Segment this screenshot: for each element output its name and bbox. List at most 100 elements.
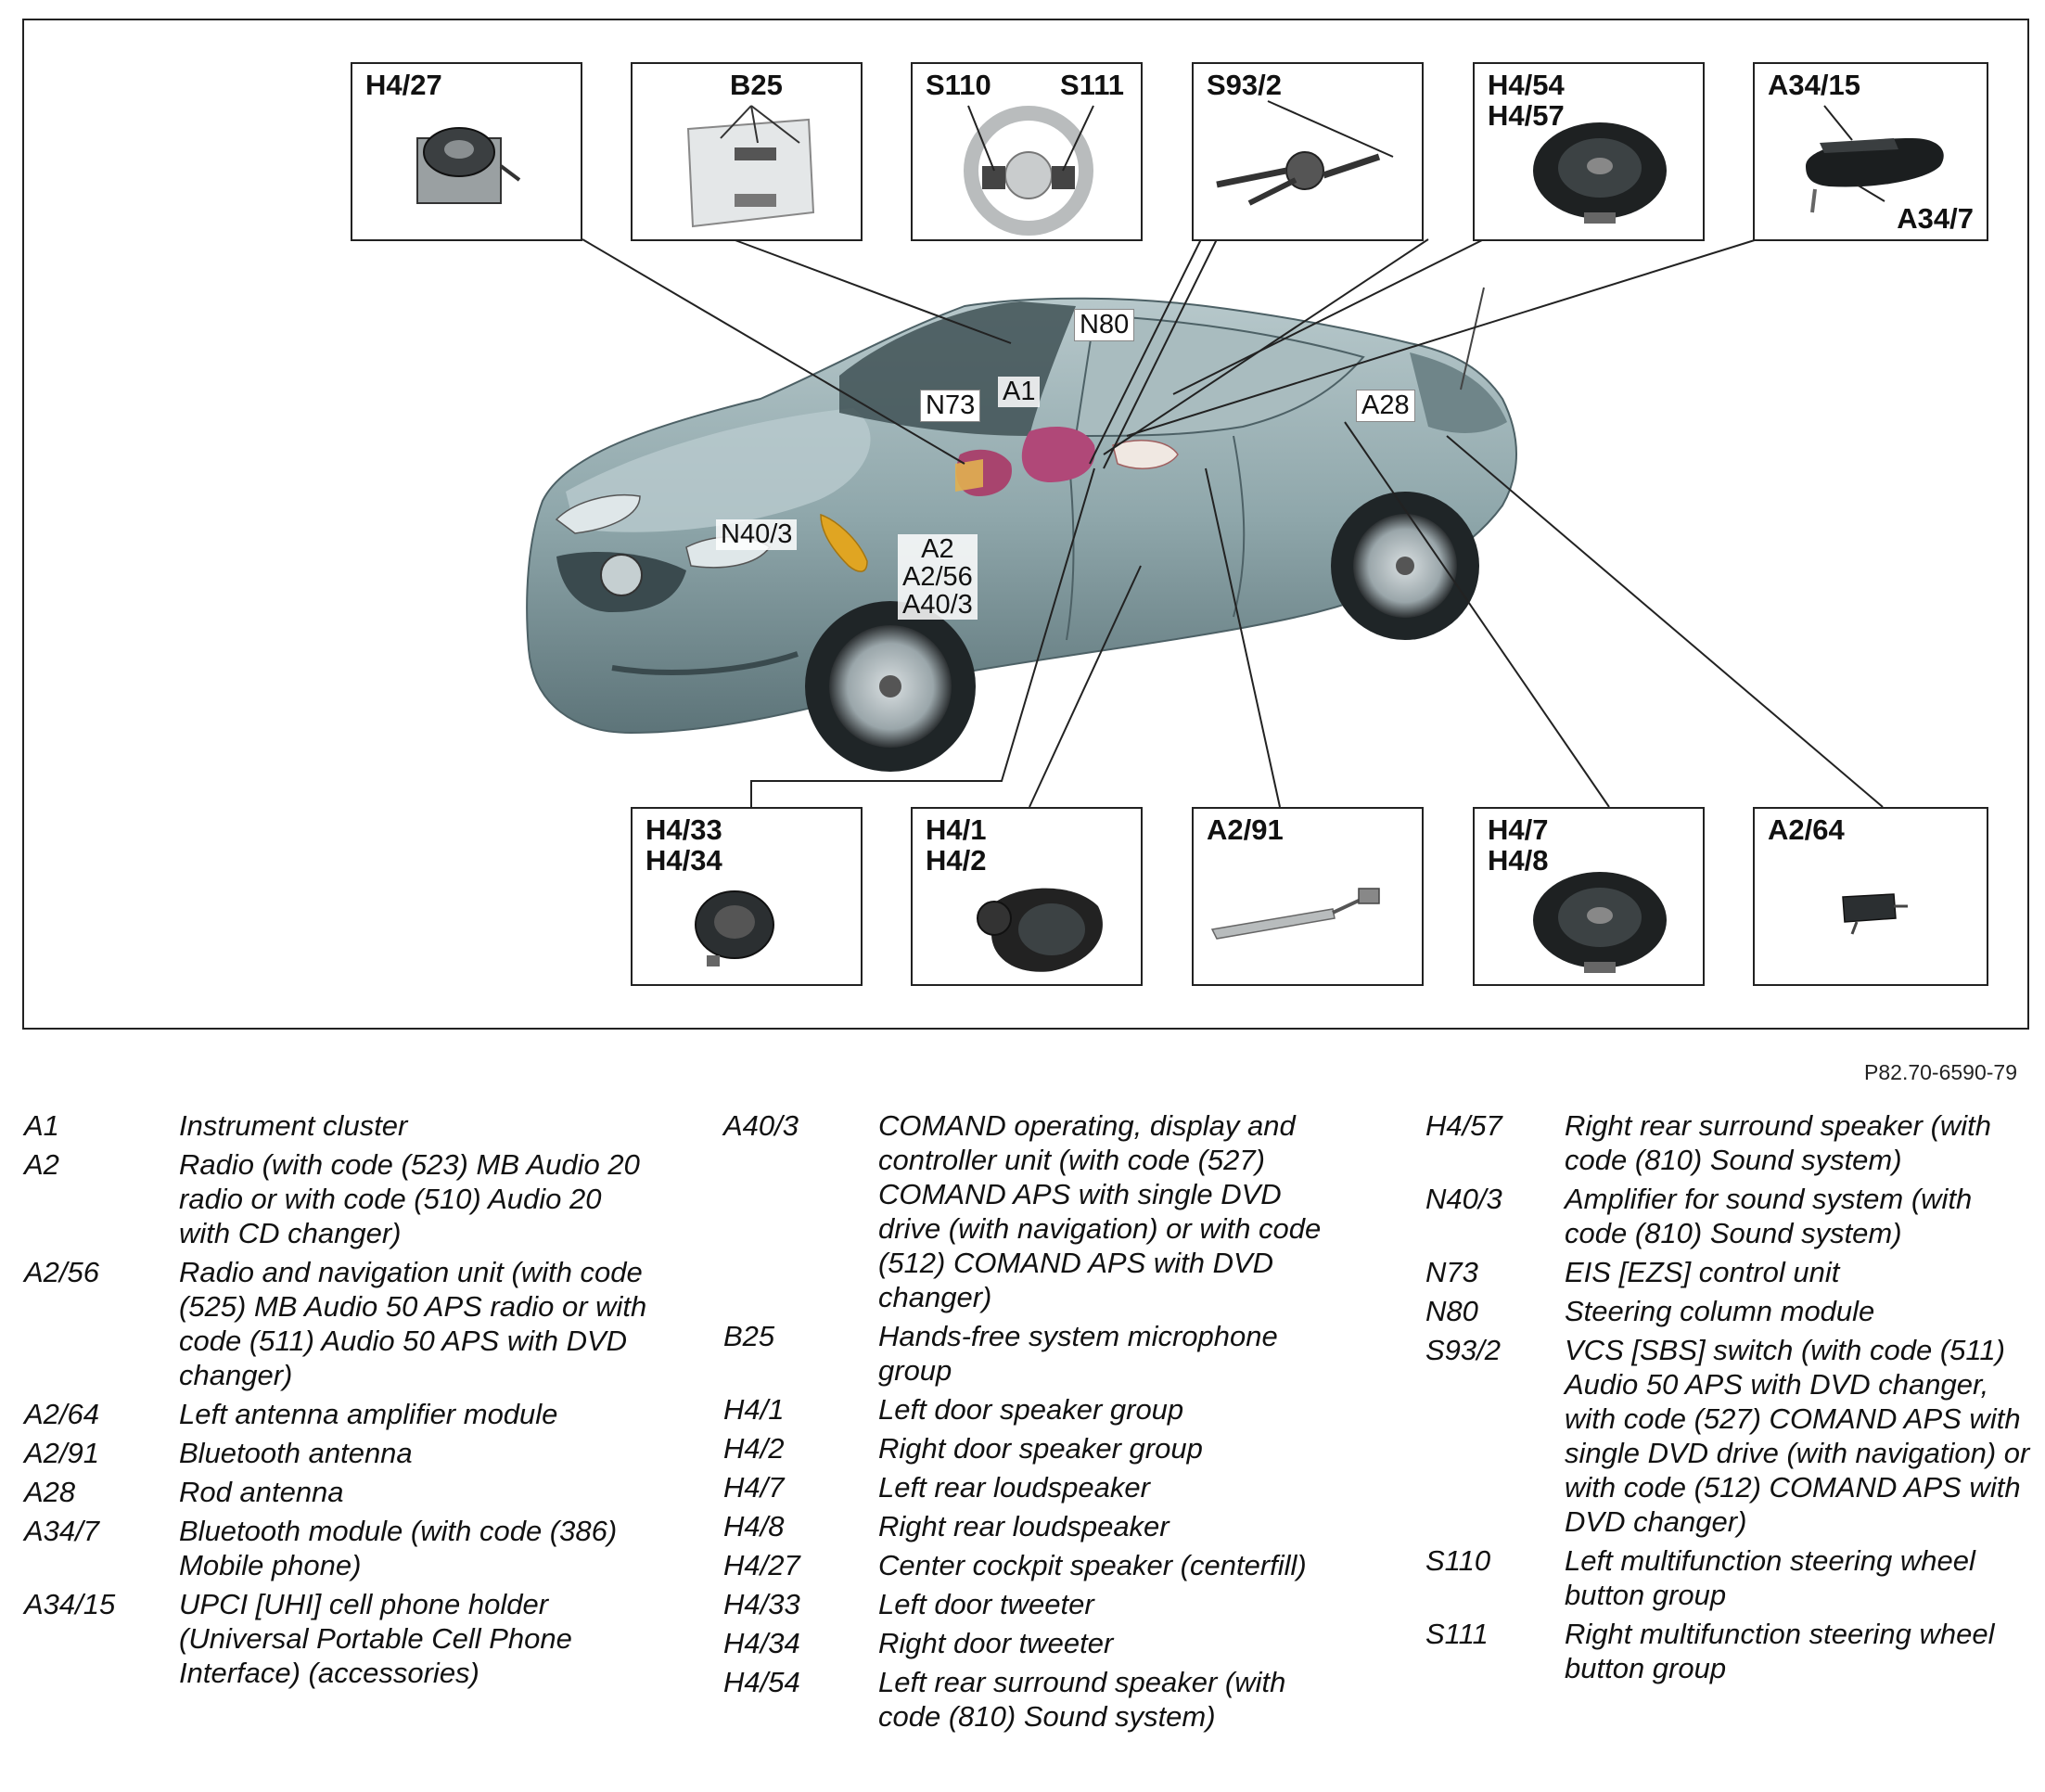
callout-label: S93/2 xyxy=(1207,69,1283,101)
legend-row: S111 Right multifunction steering wheel b… xyxy=(1425,1617,2033,1685)
legend-description: Right multifunction steering wheel butto… xyxy=(1565,1618,1995,1684)
callout-label: H4/33 H4/34 xyxy=(645,813,722,877)
stalk-switch-icon xyxy=(1216,100,1394,206)
legend-code: H4/54 xyxy=(723,1666,800,1698)
callout-rear-surround-speakers: H4/54 H4/57 xyxy=(1473,62,1705,241)
instrument-cluster-highlight xyxy=(1021,427,1095,482)
legend-code: A2/64 xyxy=(24,1398,100,1430)
legend-description: Right door tweeter xyxy=(878,1627,1114,1659)
legend-row: A2/56 Radio and navigation unit (with cod… xyxy=(24,1255,655,1392)
legend-description: Right rear surround speaker (with code (… xyxy=(1565,1109,1992,1176)
callout-label-bluetooth-module: A34/7 xyxy=(1897,202,1974,235)
callout-antenna-amplifier: A2/64 xyxy=(1753,807,1988,986)
legend-code: H4/33 xyxy=(723,1588,800,1620)
legend-row: B25 Hands-free system microphone group xyxy=(723,1319,1345,1388)
callout-door-tweeters: H4/33 H4/34 xyxy=(631,807,863,986)
legend-description: Hands-free system microphone group xyxy=(878,1320,1278,1387)
label-rod-antenna: A28 xyxy=(1356,390,1415,422)
speaker-icon xyxy=(416,127,521,204)
callout-label-left: S110 xyxy=(926,69,991,101)
legend-row: A2/64 Left antenna amplifier module xyxy=(24,1397,655,1431)
legend-row: H4/2 Right door speaker group xyxy=(723,1431,1345,1466)
legend-row: H4/54 Left rear surround speaker (with co… xyxy=(723,1665,1345,1734)
legend-code: N73 xyxy=(1425,1256,1478,1288)
microphone-icon xyxy=(686,105,815,228)
legend-code: B25 xyxy=(723,1320,775,1352)
legend-code: H4/7 xyxy=(723,1471,785,1504)
front-wheel xyxy=(805,601,976,772)
callout-label: A2/64 xyxy=(1768,813,1845,846)
legend-description: Radio (with code (523) MB Audio 20 radio… xyxy=(179,1148,640,1249)
legend-code: N80 xyxy=(1425,1295,1478,1327)
legend-code: A40/3 xyxy=(723,1109,799,1142)
legend-description: Left rear surround speaker (with code (8… xyxy=(878,1666,1286,1733)
legend-row: H4/33 Left door tweeter xyxy=(723,1587,1345,1621)
amplifier-highlight xyxy=(820,513,868,572)
legend-row: A34/15 UPCI [UHI] cell phone holder (Univ… xyxy=(24,1587,655,1690)
steering-wheel-icon xyxy=(964,105,1094,236)
callout-door-speaker-groups: H4/1 H4/2 xyxy=(911,807,1143,986)
antenna-icon xyxy=(1210,888,1380,940)
legend-description: UPCI [UHI] cell phone holder (Universal … xyxy=(179,1588,572,1689)
legend-code: A34/7 xyxy=(24,1515,100,1547)
callout-label: B25 xyxy=(730,69,783,101)
legend-row: H4/34 Right door tweeter xyxy=(723,1626,1345,1660)
speaker-icon xyxy=(1533,122,1667,224)
legend-code: A2/56 xyxy=(24,1256,100,1288)
speaker-icon xyxy=(1533,872,1667,973)
legend-description: VCS [SBS] switch (with code (511) Audio … xyxy=(1565,1334,2030,1538)
legend-description: Left door tweeter xyxy=(878,1588,1094,1620)
callout-rear-loudspeakers: H4/7 H4/8 xyxy=(1473,807,1705,986)
speaker-icon xyxy=(977,888,1103,972)
legend-description: Left antenna amplifier module xyxy=(179,1398,558,1430)
legend-code: H4/57 xyxy=(1425,1109,1502,1142)
callout-microphone-group: B25 xyxy=(631,62,863,241)
figure-id: P82.70-6590-79 xyxy=(1864,1060,2017,1084)
legend-row: H4/57 Right rear surround speaker (with c… xyxy=(1425,1108,2033,1177)
door-speaker-highlight xyxy=(1112,440,1179,469)
legend-code: S111 xyxy=(1425,1618,1489,1650)
legend-code: H4/34 xyxy=(723,1627,800,1659)
legend-code: A1 xyxy=(24,1109,59,1142)
legend-description: Center cockpit speaker (centerfill) xyxy=(878,1549,1307,1581)
legend-description: Bluetooth module (with code (386) Mobile… xyxy=(179,1515,618,1581)
legend-code: N40/3 xyxy=(1425,1183,1502,1215)
callout-label-right: S111 xyxy=(1060,69,1124,101)
rear-wheel xyxy=(1331,492,1479,640)
callout-label: H4/7 H4/8 xyxy=(1488,813,1549,877)
label-radio-group: A2 A2/56 A40/3 xyxy=(898,534,978,620)
callout-label: A34/15 xyxy=(1768,69,1860,101)
callout-label: A2/91 xyxy=(1207,813,1284,846)
legend-code: A34/15 xyxy=(24,1588,116,1620)
legend-description: Amplifier for sound system (with code (8… xyxy=(1565,1183,1973,1249)
legend-row: N73 EIS [EZS] control unit xyxy=(1425,1255,2033,1289)
legend-row: N40/3 Amplifier for sound system (with co… xyxy=(1425,1182,2033,1250)
callout-vcs-switch: S93/2 xyxy=(1192,62,1424,241)
legend-description: EIS [EZS] control unit xyxy=(1565,1256,1840,1288)
legend-description: Radio and navigation unit (with code (52… xyxy=(179,1256,647,1391)
legend-code: H4/2 xyxy=(723,1432,785,1465)
rod-antenna xyxy=(1460,287,1485,390)
label-instrument-cluster: A1 xyxy=(998,377,1041,407)
legend-description: Rod antenna xyxy=(179,1476,344,1508)
legend-description: Left multifunction steering wheel button… xyxy=(1565,1544,1975,1611)
tweeter-icon xyxy=(695,890,774,966)
legend-description: Left door speaker group xyxy=(878,1393,1184,1426)
legend-column-3: H4/57 Right rear surround speaker (with c… xyxy=(1425,1108,2033,1690)
callout-center-cockpit-speaker: H4/27 xyxy=(351,62,582,241)
callout-label: H4/1 H4/2 xyxy=(926,813,987,877)
label-amplifier: N40/3 xyxy=(716,519,798,550)
legend-description: Right door speaker group xyxy=(878,1432,1203,1465)
legend-description: Bluetooth antenna xyxy=(179,1437,413,1469)
